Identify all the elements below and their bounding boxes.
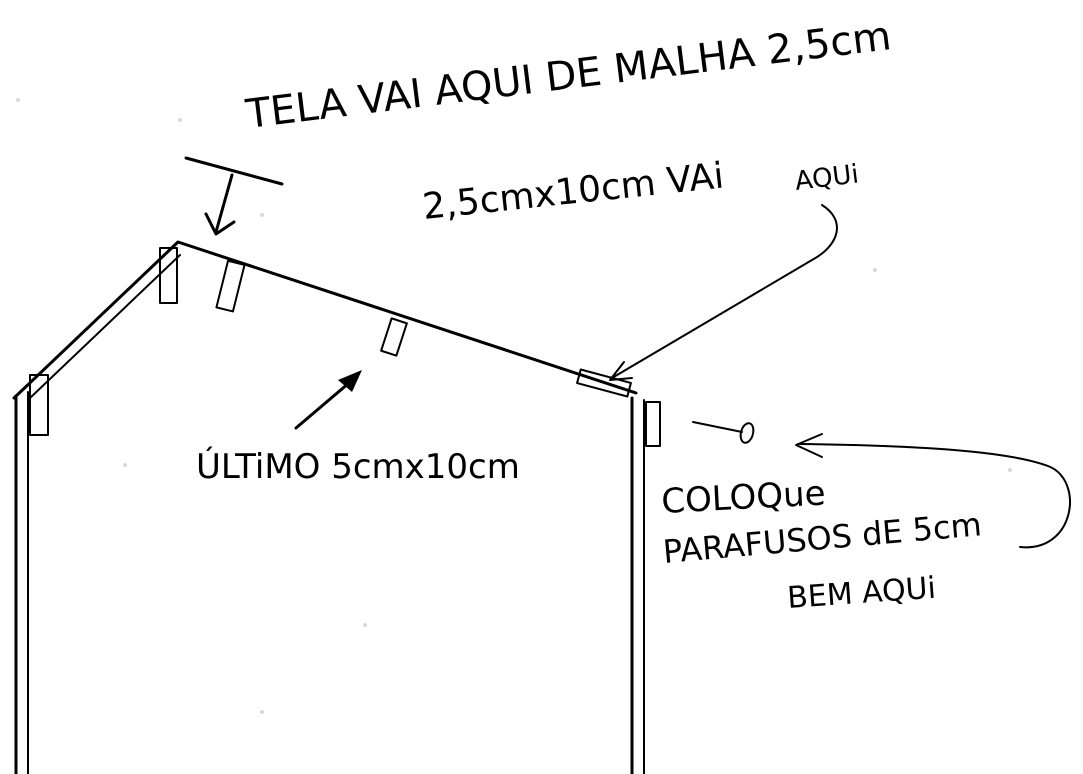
wood-blocks	[29, 247, 661, 447]
left-post	[14, 391, 29, 774]
board-note-main: 2,5cmx10cm VAi	[421, 156, 726, 228]
mesh-note: TELA VAI AQUI DE MALHA 2,5cm	[243, 13, 894, 138]
board-note-tail: AQUi	[793, 159, 860, 197]
left-post-block	[29, 374, 49, 436]
screw-arrow	[795, 433, 1071, 549]
peak-block	[159, 247, 178, 304]
last-board-block	[380, 317, 408, 357]
mesh-arrow	[184, 156, 284, 236]
top-board-block	[576, 368, 632, 398]
last-board-arrow	[294, 370, 362, 430]
right-post-block	[645, 401, 661, 447]
screw-icon	[692, 421, 755, 444]
screws-note-line-1: COLOQue	[660, 473, 826, 522]
paper-specks	[16, 98, 1012, 714]
roof-frame	[12, 240, 638, 400]
screws-note-line-3: BEM AQUi	[786, 571, 937, 616]
rafter-block-1	[215, 259, 246, 313]
board-arrow	[609, 204, 838, 381]
right-post	[630, 396, 645, 774]
last-board-note: ÚLTiMO 5cmx10cm	[196, 446, 520, 487]
